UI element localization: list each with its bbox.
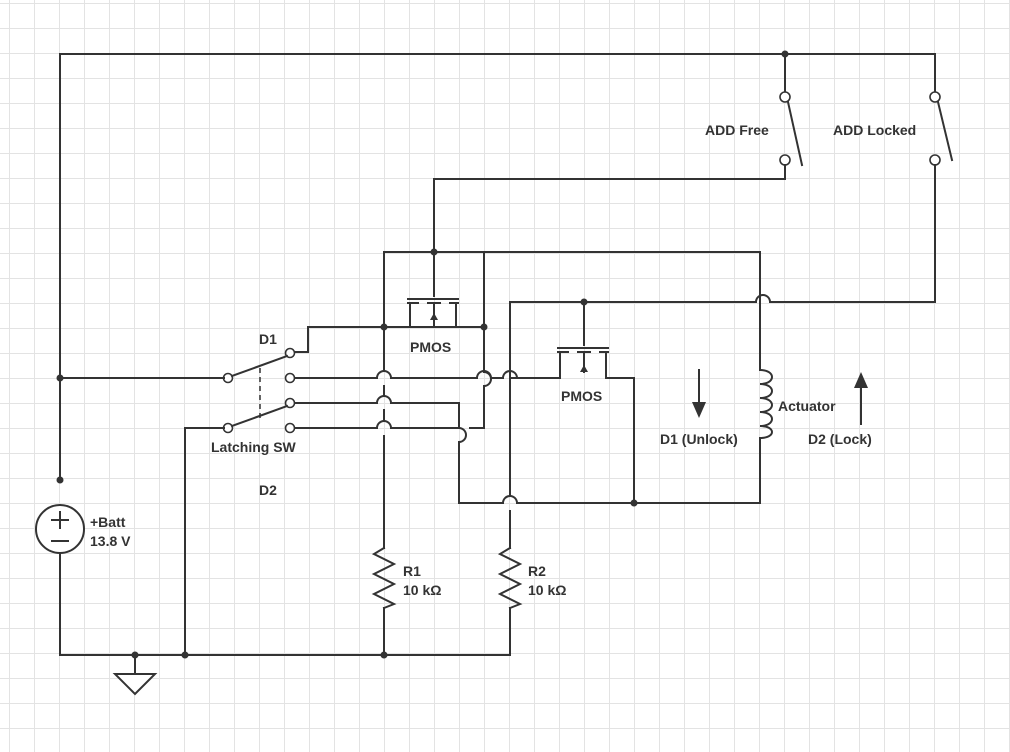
direction-indicators: D1 (Unlock) D2 (Lock) [660,369,872,447]
ground-icon [112,654,158,696]
resistor-r2: R2 10 kΩ [528,563,566,598]
pmos-1-wiring [292,248,761,429]
r2-name: R2 [528,563,546,579]
latching-sw-label: Latching SW [211,439,297,455]
ground-rail [59,651,511,659]
d1-unlock-label: D1 (Unlock) [660,431,738,447]
unlock-arrow-icon [692,369,706,418]
actuator-coil: Actuator [758,307,836,504]
pmos-1: PMOS [383,251,485,355]
r2-value: 10 kΩ [528,582,566,598]
d1-switch-label: D1 [259,331,277,347]
add-locked-switch: ADD Locked [509,91,954,379]
batt-name: +Batt [90,514,126,530]
d2-lock-label: D2 (Lock) [808,431,872,447]
pmos-2: PMOS [509,298,635,504]
pmos-2-label: PMOS [561,388,602,404]
lock-arrow-icon [854,372,868,425]
d2-switch-label: D2 [259,482,277,498]
latching-switch-wiring [56,370,761,656]
r1-value: 10 kΩ [403,582,441,598]
latching-switch: D1 Latching SW D2 [211,331,297,498]
battery: +Batt 13.8 V [35,476,131,656]
pmos-1-label: PMOS [410,339,451,355]
actuator-label: Actuator [778,398,836,414]
add-free-label: ADD Free [705,122,769,138]
batt-voltage: 13.8 V [90,533,131,549]
r1-name: R1 [403,563,421,579]
add-locked-label: ADD Locked [833,122,916,138]
resistor-r1: R1 10 kΩ [403,563,441,598]
r2-branch [497,377,523,656]
r1-branch [371,326,397,659]
add-free-switch: ADD Free [433,91,804,253]
top-supply-rail [59,53,936,481]
